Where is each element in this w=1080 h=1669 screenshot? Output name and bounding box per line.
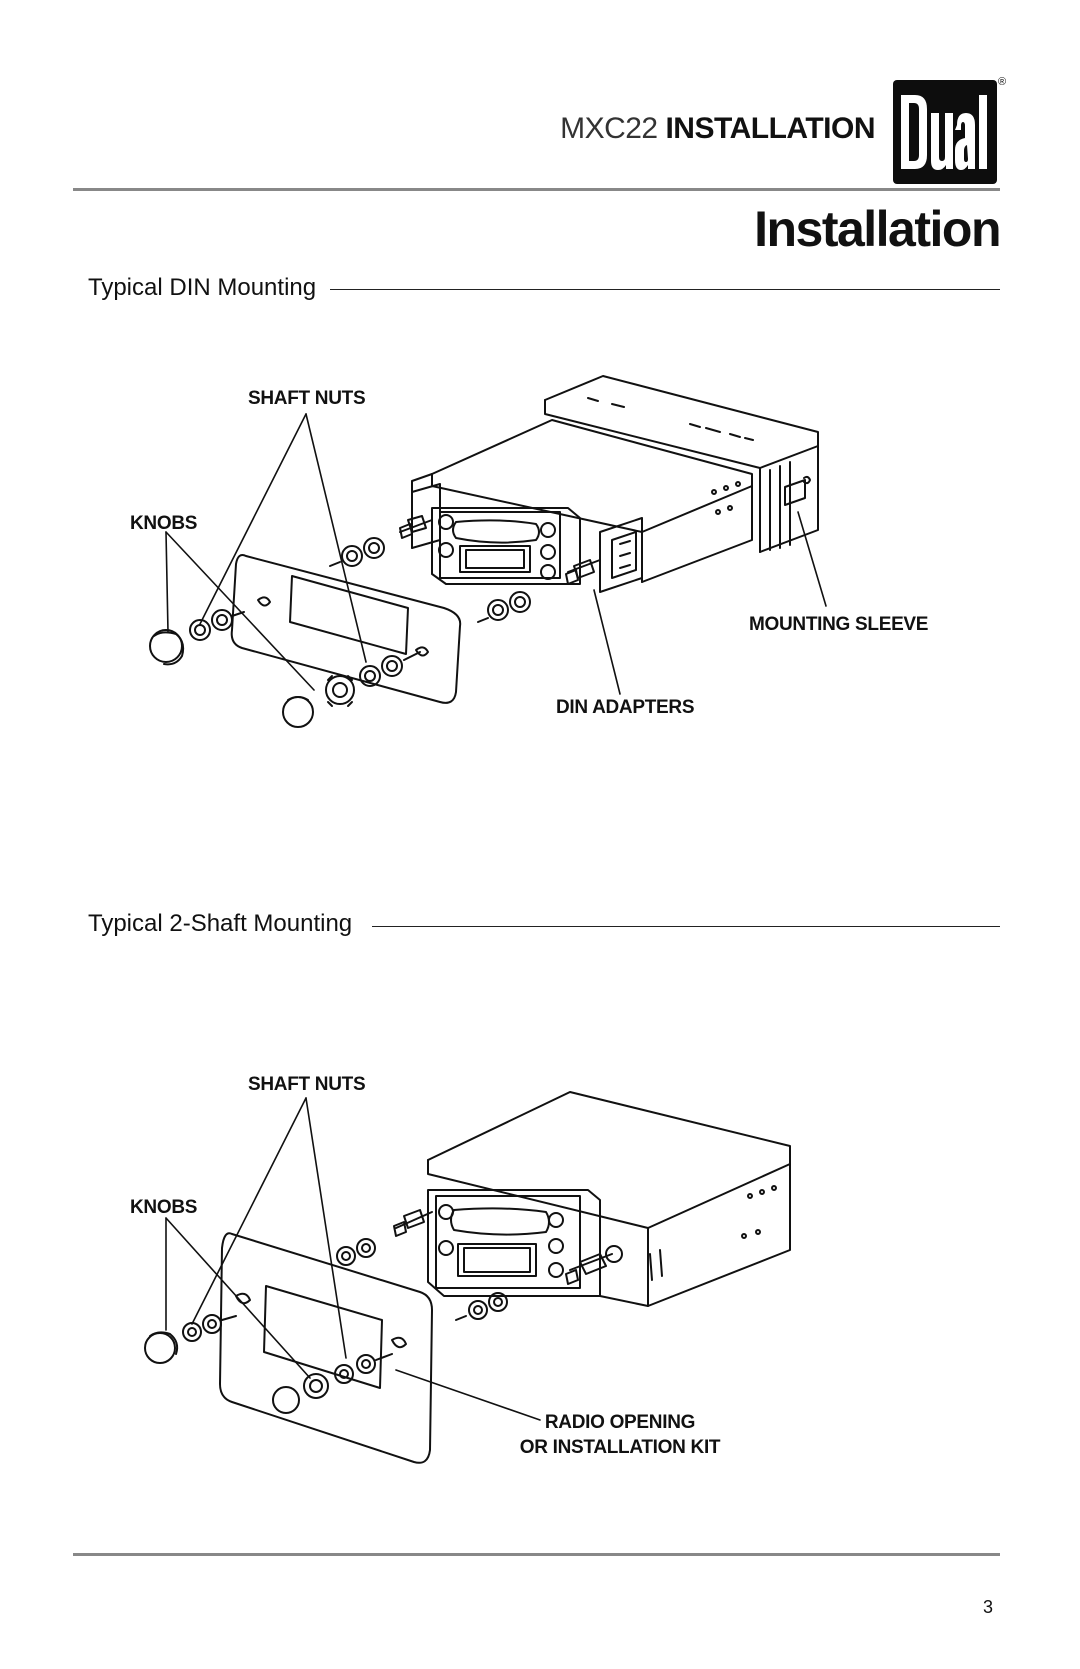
din-mounting-diagram bbox=[149, 375, 827, 728]
label-radio-opening-line2: OR INSTALLATION KIT bbox=[519, 1437, 721, 1458]
label-shaft-nuts: SHAFT NUTS bbox=[248, 388, 366, 409]
section-title-din: Typical DIN Mounting bbox=[88, 274, 321, 302]
two-shaft-knobs bbox=[144, 1314, 393, 1414]
header-word: INSTALLATION bbox=[665, 112, 875, 145]
label-knobs: KNOBS bbox=[130, 1197, 198, 1218]
shaft-nuts-2 bbox=[336, 1238, 508, 1321]
shaft-nuts-upper bbox=[329, 537, 531, 623]
label-din-adapters: DIN ADAPTERS bbox=[556, 697, 695, 718]
mounting-sleeve bbox=[544, 375, 819, 553]
dual-logo bbox=[893, 80, 997, 184]
label-shaft-nuts: SHAFT NUTS bbox=[248, 1074, 366, 1095]
page-heading: Installation bbox=[754, 201, 1001, 257]
label-radio-opening-line1: RADIO OPENING bbox=[544, 1412, 696, 1433]
two-shaft-faceplate bbox=[427, 1189, 601, 1297]
chassis bbox=[411, 419, 753, 583]
label-knobs: KNOBS bbox=[130, 513, 198, 534]
din-adapters bbox=[411, 483, 643, 593]
section-rule-2shaft bbox=[372, 926, 1000, 927]
two-shaft-mounting-diagram bbox=[144, 1091, 791, 1464]
section-title-2shaft: Typical 2-Shaft Mounting bbox=[88, 910, 357, 938]
din-leader-lines bbox=[165, 413, 827, 695]
label-radio-opening: RADIO OPENING OR INSTALLATION KIT bbox=[510, 1412, 730, 1459]
dual-logo-mark bbox=[901, 95, 987, 170]
label-mounting-sleeve: MOUNTING SLEEVE bbox=[749, 614, 929, 635]
registered-mark: ® bbox=[998, 76, 1007, 88]
model-number: MXC22 bbox=[560, 112, 658, 145]
shafts-2 bbox=[393, 1209, 623, 1285]
chassis-2 bbox=[427, 1091, 791, 1307]
header-rule bbox=[73, 188, 1000, 191]
two-shaft-leader-lines bbox=[165, 1097, 541, 1421]
shafts bbox=[399, 515, 601, 585]
header-title: MXC22 INSTALLATION bbox=[560, 112, 875, 146]
page-number: 3 bbox=[983, 1597, 994, 1617]
radio-opening-panel bbox=[219, 1232, 433, 1464]
footer-rule bbox=[73, 1553, 1000, 1556]
din-trim-plate bbox=[230, 554, 462, 704]
section-rule-din bbox=[330, 289, 1000, 290]
din-knobs bbox=[149, 609, 421, 728]
din-faceplate bbox=[431, 507, 581, 585]
